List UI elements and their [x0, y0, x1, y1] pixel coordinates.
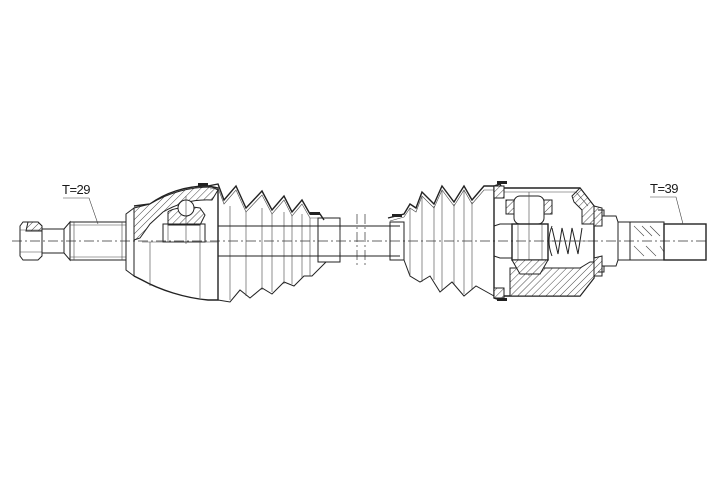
inner-tripod-joint [493, 181, 619, 301]
intermediate-shaft [218, 214, 400, 268]
outer-cv-joint [125, 183, 219, 301]
outer-boot [207, 183, 341, 303]
left-spline-label: T=29 [62, 182, 90, 197]
right-spline-label: T=39 [650, 181, 678, 196]
inner-boot [387, 184, 495, 297]
outer-stub-shaft [19, 197, 127, 262]
inner-stub-shaft [617, 196, 707, 261]
